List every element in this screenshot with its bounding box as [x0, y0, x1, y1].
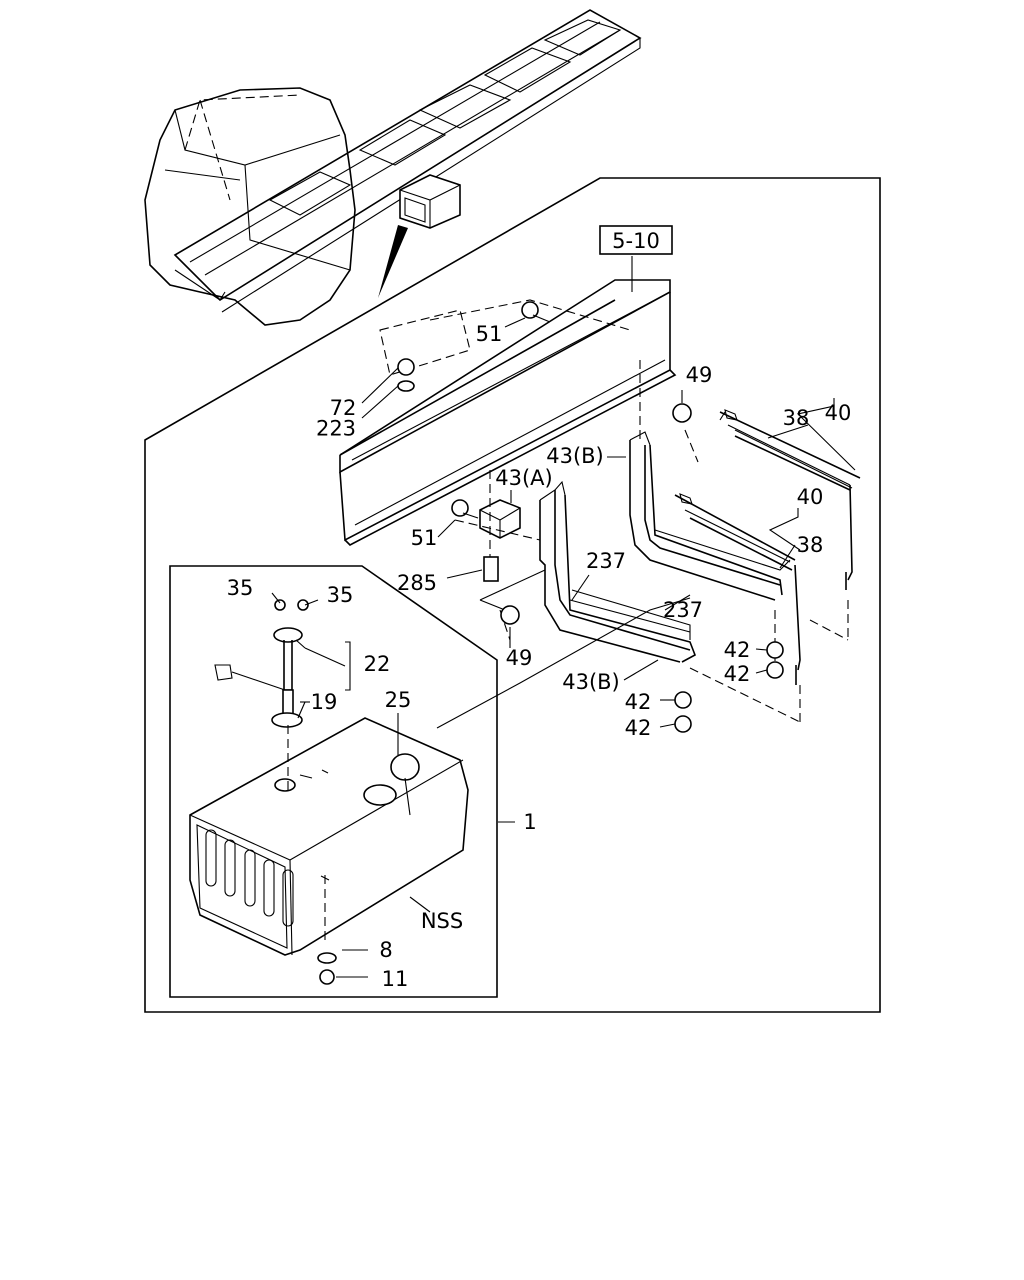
frame-rail — [339, 256, 677, 546]
callout-25: 25 — [385, 688, 412, 712]
diagram-border — [144, 177, 881, 1013]
callout-35-left: 35 — [227, 576, 254, 600]
callout-labels: 51 72 223 49 40 38 43(B) 43(A) 40 51 38 … — [227, 322, 852, 991]
callout-35-right: 35 — [327, 583, 354, 607]
callout-72: 72 — [330, 396, 357, 420]
callout-49-top: 49 — [686, 363, 713, 387]
tank-straps — [639, 360, 861, 723]
callout-51-mid: 51 — [411, 526, 438, 550]
callout-40-top: 40 — [825, 401, 852, 425]
callout-1: 1 — [523, 810, 536, 834]
callout-nss: NSS — [421, 909, 463, 933]
callout-40-mid: 40 — [797, 485, 824, 509]
callout-49-bottom: 49 — [506, 646, 533, 670]
callout-43a: 43(A) — [495, 466, 552, 490]
callout-38-mid: 38 — [797, 533, 824, 557]
callout-43b-upper: 43(B) — [546, 444, 604, 468]
callout-42-d: 42 — [625, 716, 652, 740]
sender-unit — [214, 599, 337, 985]
bracket-assembly — [454, 431, 791, 663]
callout-285: 285 — [397, 571, 437, 595]
callout-237-left: 237 — [586, 549, 626, 573]
callout-38-top: 38 — [783, 406, 810, 430]
fuel-tank — [189, 717, 469, 956]
callout-42-a: 42 — [724, 638, 751, 662]
leader-lines — [271, 317, 856, 978]
callout-19: 19 — [311, 690, 338, 714]
callout-51-top: 51 — [476, 322, 503, 346]
callout-43b-lower: 43(B) — [562, 670, 620, 694]
section-ref-box: 5-10 — [599, 225, 673, 255]
callout-11: 11 — [382, 967, 409, 991]
truck-overview-illustration — [144, 9, 642, 326]
callout-237-right: 237 — [663, 598, 703, 622]
callout-8: 8 — [379, 938, 392, 962]
callout-42-c: 42 — [625, 690, 652, 714]
fasteners — [397, 301, 784, 733]
section-ref-label: 5-10 — [612, 229, 660, 253]
callout-223: 223 — [316, 417, 356, 441]
tank-inset-frame — [169, 565, 498, 998]
callout-42-b: 42 — [724, 662, 751, 686]
callout-22: 22 — [364, 652, 391, 676]
